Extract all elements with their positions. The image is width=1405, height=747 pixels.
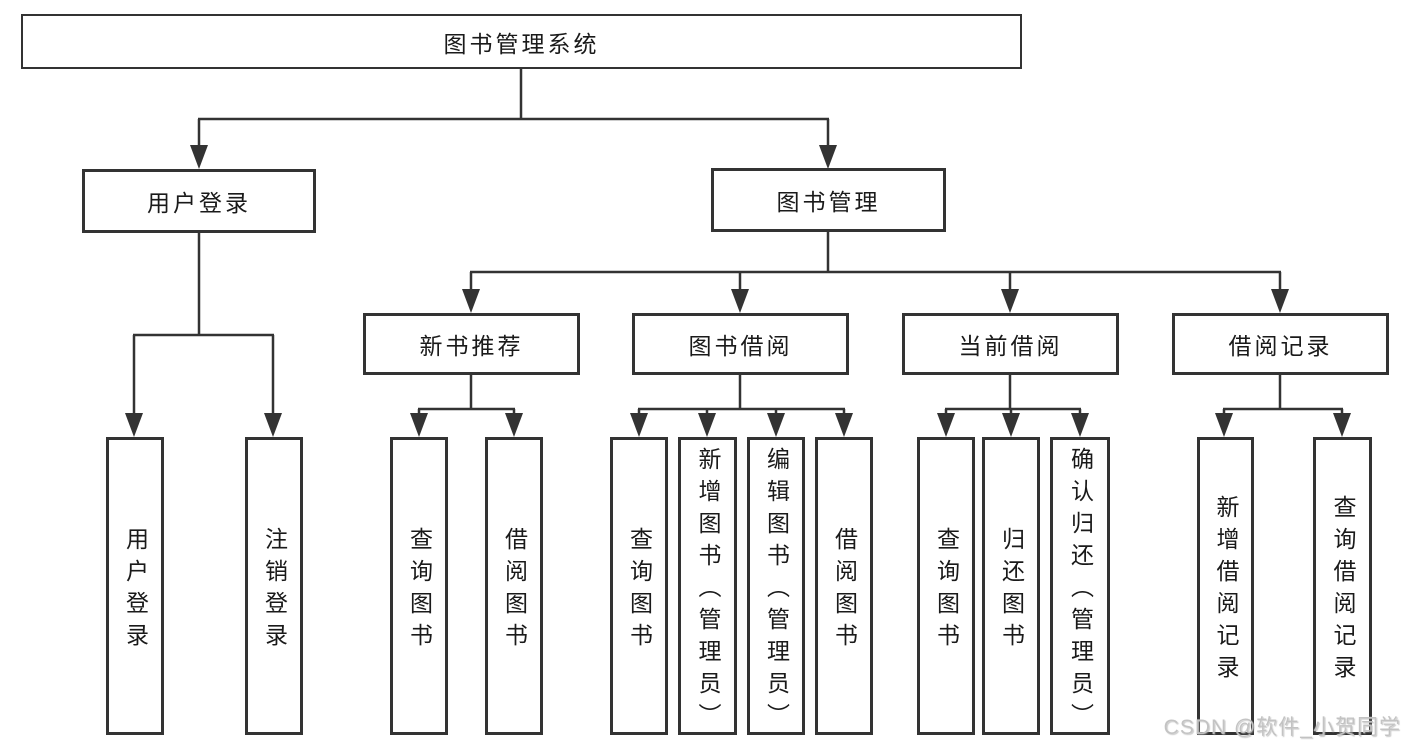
node-new-book-recommend-label: 新书推荐 (419, 333, 524, 359)
leaf-current-query-books-label: 查询图书 (933, 526, 960, 655)
leaf-borrow-query-books-label: 查询图书 (626, 526, 653, 655)
leaf-recommend-borrow-books: 借阅图书 (485, 437, 543, 735)
node-new-book-recommend: 新书推荐 (363, 313, 580, 375)
leaf-records-add-record: 新增借阅记录 (1197, 437, 1254, 735)
leaf-current-query-books: 查询图书 (917, 437, 975, 735)
node-current-borrow-label: 当前借阅 (958, 333, 1063, 359)
node-user-login-label: 用户登录 (147, 190, 251, 216)
leaf-borrow-borrow-books: 借阅图书 (815, 437, 873, 735)
node-current-borrow: 当前借阅 (902, 313, 1119, 375)
leaf-user-login: 用户登录 (106, 437, 164, 735)
leaf-current-return-books: 归还图书 (982, 437, 1040, 735)
node-book-management: 图书管理 (711, 168, 946, 232)
node-book-borrow: 图书借阅 (632, 313, 849, 375)
leaf-borrow-add-books-admin-label: 新增图书（管理员） (695, 446, 721, 735)
leaf-borrow-add-books-admin: 新增图书（管理员） (678, 437, 737, 735)
leaf-logout: 注销登录 (245, 437, 303, 735)
arrowheads (125, 145, 1351, 437)
node-root-label: 图书管理系统 (443, 30, 600, 57)
leaf-borrow-query-books: 查询图书 (610, 437, 668, 735)
leaf-recommend-query-books: 查询图书 (390, 437, 448, 735)
node-root: 图书管理系统 (21, 14, 1022, 69)
leaf-current-confirm-return-admin-label: 确认归还（管理员） (1067, 446, 1094, 735)
leaf-recommend-query-books-label: 查询图书 (406, 526, 433, 655)
leaf-records-add-record-label: 新增借阅记录 (1213, 494, 1239, 687)
leaf-logout-label: 注销登录 (261, 526, 288, 655)
node-user-login: 用户登录 (82, 169, 316, 233)
tree-edges (132, 69, 1344, 414)
leaf-borrow-edit-books-admin-label: 编辑图书（管理员） (763, 446, 790, 735)
leaf-records-query-record-label: 查询借阅记录 (1330, 494, 1356, 687)
leaf-borrow-borrow-books-label: 借阅图书 (831, 526, 858, 655)
leaf-records-query-record: 查询借阅记录 (1313, 437, 1372, 735)
leaf-user-login-label: 用户登录 (122, 526, 149, 655)
node-borrow-records: 借阅记录 (1172, 313, 1389, 375)
node-book-management-label: 图书管理 (776, 189, 881, 215)
node-book-borrow-label: 图书借阅 (688, 333, 793, 359)
node-borrow-records-label: 借阅记录 (1228, 333, 1333, 359)
leaf-borrow-edit-books-admin: 编辑图书（管理员） (747, 437, 805, 735)
leaf-recommend-borrow-books-label: 借阅图书 (501, 526, 528, 655)
leaf-current-confirm-return-admin: 确认归还（管理员） (1050, 437, 1110, 735)
leaf-current-return-books-label: 归还图书 (998, 526, 1025, 655)
